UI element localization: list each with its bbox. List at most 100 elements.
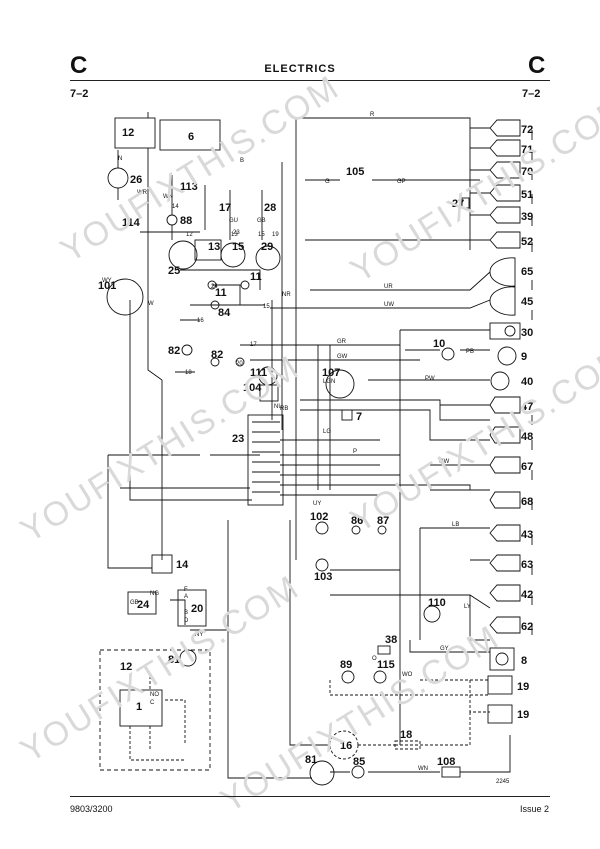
label-51: 51 bbox=[521, 189, 533, 201]
label-42: 42 bbox=[521, 589, 533, 601]
label-87: 87 bbox=[377, 515, 389, 527]
wire-label-RB: RB bbox=[280, 406, 288, 412]
wire-label-GU: GU bbox=[229, 218, 238, 224]
label-111: 111 bbox=[250, 367, 267, 379]
terminal-18: 18 bbox=[185, 370, 192, 376]
wire-code-labels: R B N WR WY W WN GU GB G GP UR UW NR GR … bbox=[102, 112, 474, 772]
wire-label-LG: LG bbox=[323, 429, 331, 435]
label-71: 71 bbox=[521, 144, 533, 156]
label-48: 48 bbox=[521, 431, 533, 443]
wire-label-LGN: LGN bbox=[323, 379, 335, 385]
wire-label-NU: NU bbox=[274, 404, 283, 410]
label-12a: 12 bbox=[122, 127, 134, 139]
label-107: 107 bbox=[322, 367, 340, 379]
left-components bbox=[99, 117, 461, 786]
label-38: 38 bbox=[385, 634, 397, 646]
figure-id: 2245 bbox=[496, 779, 510, 785]
wire-label-PB: PB bbox=[466, 349, 474, 355]
label-15: 15 bbox=[232, 241, 244, 253]
section-letter-left: C bbox=[70, 52, 88, 79]
label-115: 115 bbox=[377, 659, 395, 671]
terminal-A: A bbox=[184, 594, 188, 600]
label-68: 68 bbox=[521, 496, 533, 508]
label-81b: 81 bbox=[305, 754, 317, 766]
wire-label-LY: LY bbox=[464, 604, 471, 610]
wire-label-NG: NG bbox=[150, 591, 159, 597]
label-20: 20 bbox=[191, 603, 203, 615]
issue-label: Issue 2 bbox=[520, 804, 550, 814]
component-labels: 72 71 70 51 27 39 52 65 45 30 9 40 47 48… bbox=[98, 124, 533, 768]
label-45: 45 bbox=[521, 296, 533, 308]
label-19a: 19 bbox=[517, 681, 529, 693]
wire-label-UW: UW bbox=[384, 302, 394, 308]
label-86: 86 bbox=[351, 515, 363, 527]
label-113: 113 bbox=[180, 181, 198, 193]
terminal-24: 24 bbox=[211, 284, 218, 290]
label-8: 8 bbox=[521, 655, 527, 667]
terminal-14: 14 bbox=[172, 204, 179, 210]
label-40: 40 bbox=[521, 376, 533, 388]
label-18: 18 bbox=[400, 729, 412, 741]
label-11b: 11 bbox=[215, 287, 227, 299]
label-12b: 12 bbox=[120, 661, 132, 673]
terminal-12: 12 bbox=[186, 232, 193, 238]
label-39: 39 bbox=[521, 211, 533, 223]
terminal-GB: GB bbox=[130, 600, 139, 606]
label-81a: 81 bbox=[168, 654, 180, 666]
terminal-D: D bbox=[184, 618, 189, 624]
wire-label-P: P bbox=[353, 449, 357, 455]
wire-runs bbox=[107, 112, 533, 779]
label-19b: 19 bbox=[517, 709, 529, 721]
label-10: 10 bbox=[433, 338, 445, 350]
label-16: 16 bbox=[340, 740, 352, 752]
terminal-23: 23 bbox=[233, 230, 240, 236]
wire-label-N: N bbox=[118, 156, 122, 162]
label-1: 1 bbox=[136, 701, 142, 713]
label-30: 30 bbox=[521, 327, 533, 339]
label-67: 67 bbox=[521, 461, 533, 473]
label-43: 43 bbox=[521, 529, 533, 541]
label-47: 47 bbox=[521, 401, 533, 413]
label-84: 84 bbox=[218, 307, 231, 319]
label-26: 26 bbox=[130, 174, 142, 186]
terminal-15: 15 bbox=[258, 232, 265, 238]
label-88: 88 bbox=[180, 215, 192, 227]
label-52: 52 bbox=[521, 236, 533, 248]
terminal-C: C bbox=[150, 700, 155, 706]
terminal-F: F bbox=[184, 587, 188, 593]
wire-label-NR: NR bbox=[282, 292, 291, 298]
label-89: 89 bbox=[340, 659, 352, 671]
label-11a: 11 bbox=[250, 271, 262, 283]
label-7: 7 bbox=[356, 411, 362, 423]
section-number-right: 7–2 bbox=[522, 88, 541, 100]
wire-label-B: B bbox=[240, 158, 244, 164]
terminal-16: 16 bbox=[197, 318, 204, 324]
footer-rule bbox=[70, 796, 550, 797]
wire-label-WN: WN bbox=[163, 194, 173, 200]
label-27: 27 bbox=[452, 198, 464, 210]
label-103: 103 bbox=[314, 571, 332, 583]
label-28: 28 bbox=[264, 202, 276, 214]
label-65: 65 bbox=[521, 266, 533, 278]
terminal-NO: NO bbox=[150, 692, 159, 698]
label-70: 70 bbox=[521, 166, 533, 178]
doc-code: 9803/3200 bbox=[70, 804, 113, 814]
wire-label-W: W bbox=[148, 301, 154, 307]
label-104: 104 bbox=[243, 382, 262, 394]
page-title: ELECTRICS bbox=[264, 63, 336, 75]
label-114: 114 bbox=[122, 217, 141, 229]
wire-label-GR: GR bbox=[337, 339, 347, 345]
label-13: 13 bbox=[208, 241, 220, 253]
terminal-19: 19 bbox=[272, 232, 279, 238]
label-63: 63 bbox=[521, 559, 533, 571]
wire-label-GP: GP bbox=[397, 179, 406, 185]
label-29: 29 bbox=[261, 241, 273, 253]
terminal-20: 20 bbox=[236, 361, 243, 367]
terminal-B: B bbox=[184, 610, 188, 616]
section-letter-right: C bbox=[528, 52, 546, 79]
label-108: 108 bbox=[437, 756, 455, 768]
terminal-13: 13 bbox=[231, 232, 238, 238]
wire-label-WO: WO bbox=[402, 672, 413, 678]
wire-label-GW-right: GW bbox=[439, 459, 450, 465]
